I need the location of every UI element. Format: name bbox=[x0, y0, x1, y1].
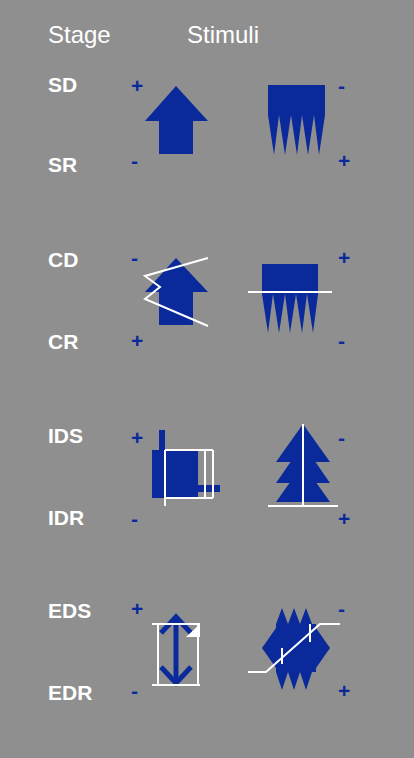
up-arrow-symbol bbox=[145, 86, 208, 154]
guide-line bbox=[212, 450, 214, 498]
bar-symbol bbox=[159, 430, 165, 450]
polarity-sign: + bbox=[338, 247, 350, 268]
spiked-symbol bbox=[276, 672, 316, 690]
polarity-sign: - bbox=[338, 427, 345, 448]
stage-label: SR bbox=[48, 154, 77, 175]
cut-line bbox=[248, 291, 332, 293]
stage-label: IDR bbox=[48, 507, 84, 528]
polarity-sign: - bbox=[131, 680, 138, 701]
spiked-symbol bbox=[262, 628, 276, 668]
up-arrow-symbol bbox=[145, 258, 208, 325]
guide-line bbox=[281, 648, 283, 664]
guide-line bbox=[309, 624, 311, 642]
guide-line bbox=[165, 497, 213, 499]
polarity-sign: - bbox=[338, 330, 345, 351]
stage-label: CD bbox=[48, 249, 78, 270]
polarity-sign: - bbox=[131, 508, 138, 529]
comb-symbol bbox=[268, 85, 325, 155]
polarity-sign: - bbox=[131, 247, 138, 268]
polarity-sign: - bbox=[338, 75, 345, 96]
bar-symbol bbox=[198, 485, 220, 492]
polarity-sign: + bbox=[131, 75, 143, 96]
column-header: Stimuli bbox=[187, 23, 259, 47]
column-header: Stage bbox=[48, 23, 111, 47]
polarity-sign: - bbox=[338, 598, 345, 619]
stage-label: IDS bbox=[48, 425, 83, 446]
guide-line bbox=[157, 624, 159, 685]
stage-label: SD bbox=[48, 74, 77, 95]
square-symbol bbox=[152, 450, 198, 498]
comb-symbol bbox=[262, 264, 318, 333]
spiked-symbol bbox=[316, 628, 330, 668]
polarity-sign: - bbox=[131, 150, 138, 171]
polarity-sign: + bbox=[131, 598, 143, 619]
guide-line bbox=[268, 505, 338, 507]
polarity-sign: + bbox=[338, 508, 350, 529]
double-arrow-symbol bbox=[161, 617, 191, 683]
guide-line bbox=[152, 684, 200, 686]
polarity-sign: + bbox=[338, 680, 350, 701]
guide-line bbox=[248, 624, 340, 672]
polarity-sign: + bbox=[131, 330, 143, 351]
corner-mark bbox=[186, 624, 200, 637]
polarity-sign: + bbox=[131, 427, 143, 448]
guide-line bbox=[302, 424, 304, 506]
stage-label: EDR bbox=[48, 682, 92, 703]
zigzag-line bbox=[145, 258, 208, 326]
spiked-symbol bbox=[276, 624, 316, 672]
stage-label: EDS bbox=[48, 600, 91, 621]
guide-line bbox=[204, 450, 206, 498]
guide-line bbox=[152, 623, 200, 625]
polarity-sign: + bbox=[338, 150, 350, 171]
stage-label: CR bbox=[48, 331, 78, 352]
guide-line bbox=[165, 449, 213, 451]
spiked-symbol bbox=[276, 608, 316, 624]
